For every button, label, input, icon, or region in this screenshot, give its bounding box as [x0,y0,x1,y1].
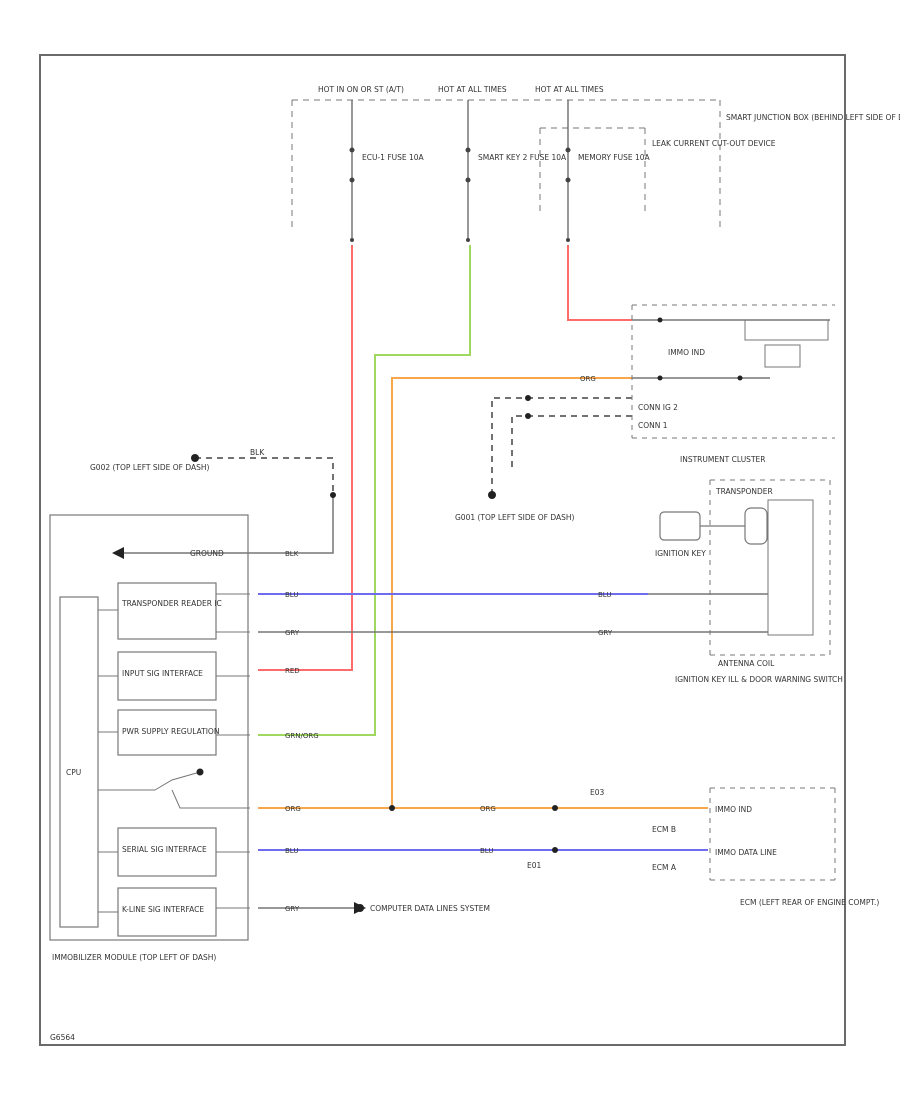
ground-mid-label: G001 (TOP LEFT SIDE OF DASH) [455,513,575,522]
immo-ind-ecm-label: IMMO IND [715,805,752,814]
cluster-bar [744,319,829,341]
wire-tag-org-upper: ORG [580,375,596,383]
green-wire [258,245,471,736]
smart-junction-box-outline [291,99,721,232]
fuse-dots [349,147,571,242]
wire-tag-blu-top: BLU [285,591,298,599]
wire-tag-gry-bottom: GRY [285,905,300,913]
ignition-key-icon [659,507,768,545]
antenna-coil-box [767,499,814,636]
fuse-label-2: SMART KEY 2 FUSE 10A [478,153,567,162]
cpu-box [59,596,99,928]
ground-arrow-icon [112,547,124,559]
wire-tag-grn: GRN/ORG [285,732,319,740]
antenna-coil-label: ANTENNA COIL [718,659,775,668]
computer-data-arrow-icon [354,902,366,914]
computer-data-label: COMPUTER DATA LINES SYSTEM [370,904,490,913]
sjb-label: SMART JUNCTION BOX (BEHIND LEFT SIDE OF … [726,113,900,122]
ground-dashed [195,397,632,495]
wire-tag-gry-right: GRY [598,629,613,637]
wire-tag-gry-top: GRY [285,629,300,637]
instrument-cluster-label: INSTRUMENT CLUSTER [680,455,765,464]
fuse-label-1: ECU-1 FUSE 10A [362,153,425,162]
fuse-label-3: MEMORY FUSE 10A [578,153,651,162]
cpu-label: CPU [66,768,81,777]
red-wire-ecu [258,245,353,671]
power-supply-label: PWR SUPPLY REGULATION [122,727,219,736]
ignition-key-label: IGNITION KEY [655,549,706,558]
conn-ig2-label: CONN IG 2 [638,403,678,412]
e03-label: E03 [590,788,605,797]
wire-tag-org-mid: ORG [480,805,496,813]
transistor-dot [196,768,204,776]
red-wire-memory [567,245,632,321]
wire-tag-blk: BLK [285,550,299,558]
ignition-switch-label: IGNITION KEY ILL & DOOR WARNING SWITCH [675,675,843,684]
cpu-links [98,593,250,913]
wire-tag-blu-bottom: BLU [285,847,298,855]
ecm-label: ECM (LEFT REAR OF ENGINE COMPT.) [740,898,879,907]
hot-label-2: HOT AT ALL TIMES [438,85,507,94]
cluster-bulb [764,344,801,368]
hot-label-3: HOT AT ALL TIMES [535,85,604,94]
outer-frame [39,54,846,1046]
immo-ind-label: IMMO IND [668,348,705,357]
kline-sig-label: K-LINE SIG INTERFACE [122,905,204,914]
interface-boxes [117,582,217,937]
blk-upper-label: BLK [250,448,265,457]
transponder-reader-label: TRANSPONDER READER IC [121,599,222,608]
instrument-cluster-outline [631,304,836,881]
e01-label: E01 [527,861,542,870]
footer-code: G6564 [50,1033,75,1042]
fuse-lines [351,100,569,240]
blue-wires [258,593,708,851]
transponder-label: TRANSPONDER [715,487,773,496]
ground-label: GROUND [190,549,224,558]
immobilizer-module-label: IMMOBILIZER MODULE (TOP LEFT OF DASH) [52,953,216,962]
immobilizer-module-box [49,514,249,941]
ground-upper-label: G002 (TOP LEFT SIDE OF DASH) [90,463,210,472]
hot-label-1: HOT IN ON OR ST (A/T) [318,85,404,94]
conn-ig1-label: CONN 1 [638,421,668,430]
wire-tag-red: RED [285,667,300,675]
gray-wires [120,319,830,909]
wire-tag-blu-mid: BLU [480,847,493,855]
input-sig-label: INPUT SIG INTERFACE [122,669,203,678]
wire-tag-org: ORG [285,805,301,813]
ecm-conn-1-label: ECM B [652,825,676,834]
immo-data-line-label: IMMO DATA LINE [715,848,777,857]
leak-label: LEAK CURRENT CUT-OUT DEVICE [652,139,776,148]
serial-sig-label: SERIAL SIG INTERFACE [122,845,207,854]
wire-tag-blu-right: BLU [598,591,611,599]
ecm-conn-2-label: ECM A [652,863,677,872]
